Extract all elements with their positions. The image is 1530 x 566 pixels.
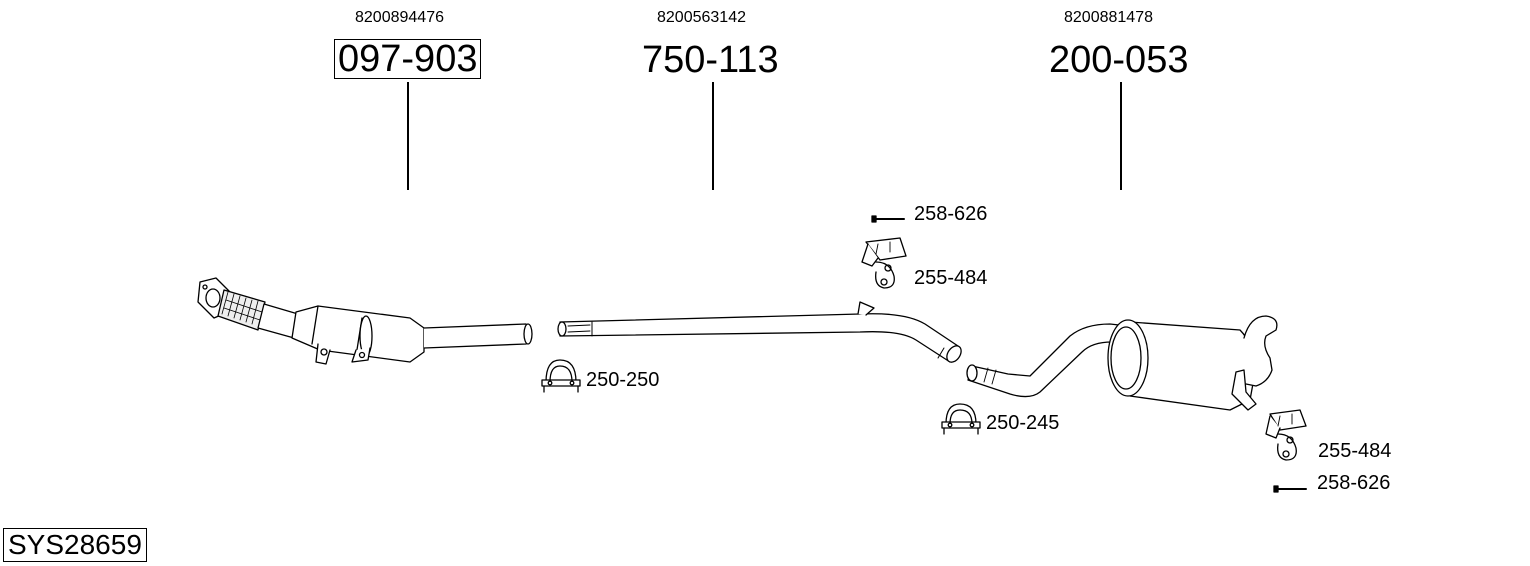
system-code: SYS28659 [3,528,147,562]
part-number-middle-pipe: 750-113 [642,39,779,81]
leader-line-rear-silencer [1120,82,1122,190]
label-bolt-lower: 258-626 [1317,472,1391,494]
label-hanger-upper: 255-484 [914,267,988,289]
hanger-upper-drawing [861,237,907,289]
clamp-front-drawing [541,359,581,393]
middle-pipe-drawing [557,301,962,363]
oem-number-catalyst: 8200894476 [355,9,444,26]
label-clamp-front: 250-250 [586,369,660,391]
bolt-lower-drawing [1273,485,1307,493]
label-clamp-rear: 250-245 [986,412,1060,434]
oem-number-middle-pipe: 8200563142 [657,9,746,26]
leader-line-catalyst [407,82,409,190]
oem-number-rear-silencer: 8200881478 [1064,9,1153,26]
part-number-catalyst: 097-903 [334,39,482,79]
bolt-upper-drawing [871,215,905,223]
leader-line-middle-pipe [712,82,714,190]
catalyst-drawing [197,277,533,365]
rear-silencer-drawing [966,315,1278,411]
hanger-lower-drawing [1265,409,1307,461]
label-bolt-upper: 258-626 [914,203,988,225]
part-number-rear-silencer: 200-053 [1049,39,1189,81]
label-hanger-lower: 255-484 [1318,440,1392,462]
clamp-rear-drawing [941,403,981,435]
